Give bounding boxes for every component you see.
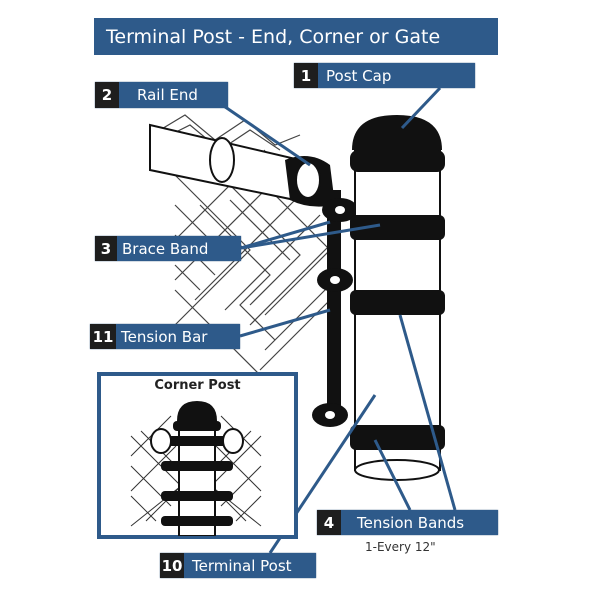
label-terminal-post: 10 Terminal Post bbox=[160, 553, 316, 578]
rail bbox=[149, 123, 335, 207]
label-rail-end: 2 Rail End bbox=[95, 82, 228, 108]
label-text: Brace Band bbox=[122, 239, 209, 258]
terminal-post bbox=[350, 115, 445, 481]
label-number: 3 bbox=[95, 236, 117, 261]
label-number: 4 bbox=[317, 510, 341, 535]
label-tension-bands: 4 Tension Bands bbox=[317, 510, 498, 535]
diagram-title: Terminal Post - End, Corner or Gate bbox=[94, 18, 498, 55]
label-text: Post Cap bbox=[326, 66, 392, 85]
tension-bands-note: 1-Every 12" bbox=[365, 540, 436, 554]
label-text: Tension Bar bbox=[121, 327, 208, 346]
inset-title: Corner Post bbox=[154, 378, 241, 393]
label-text: Tension Bands bbox=[357, 513, 465, 532]
corner-post-inset: Corner Post bbox=[97, 372, 298, 539]
corner-post-illustration bbox=[130, 401, 262, 536]
label-text: Rail End bbox=[137, 86, 198, 104]
label-tension-bar: 11 Tension Bar bbox=[90, 324, 240, 349]
tension-bar bbox=[312, 190, 358, 427]
label-number: 2 bbox=[95, 82, 119, 108]
label-number: 1 bbox=[294, 63, 318, 88]
label-number: 10 bbox=[160, 553, 184, 578]
label-text: Terminal Post bbox=[192, 556, 292, 575]
label-number: 11 bbox=[90, 324, 116, 349]
label-brace-band: 3 Brace Band bbox=[95, 236, 241, 261]
label-post-cap: 1 Post Cap bbox=[294, 63, 475, 88]
